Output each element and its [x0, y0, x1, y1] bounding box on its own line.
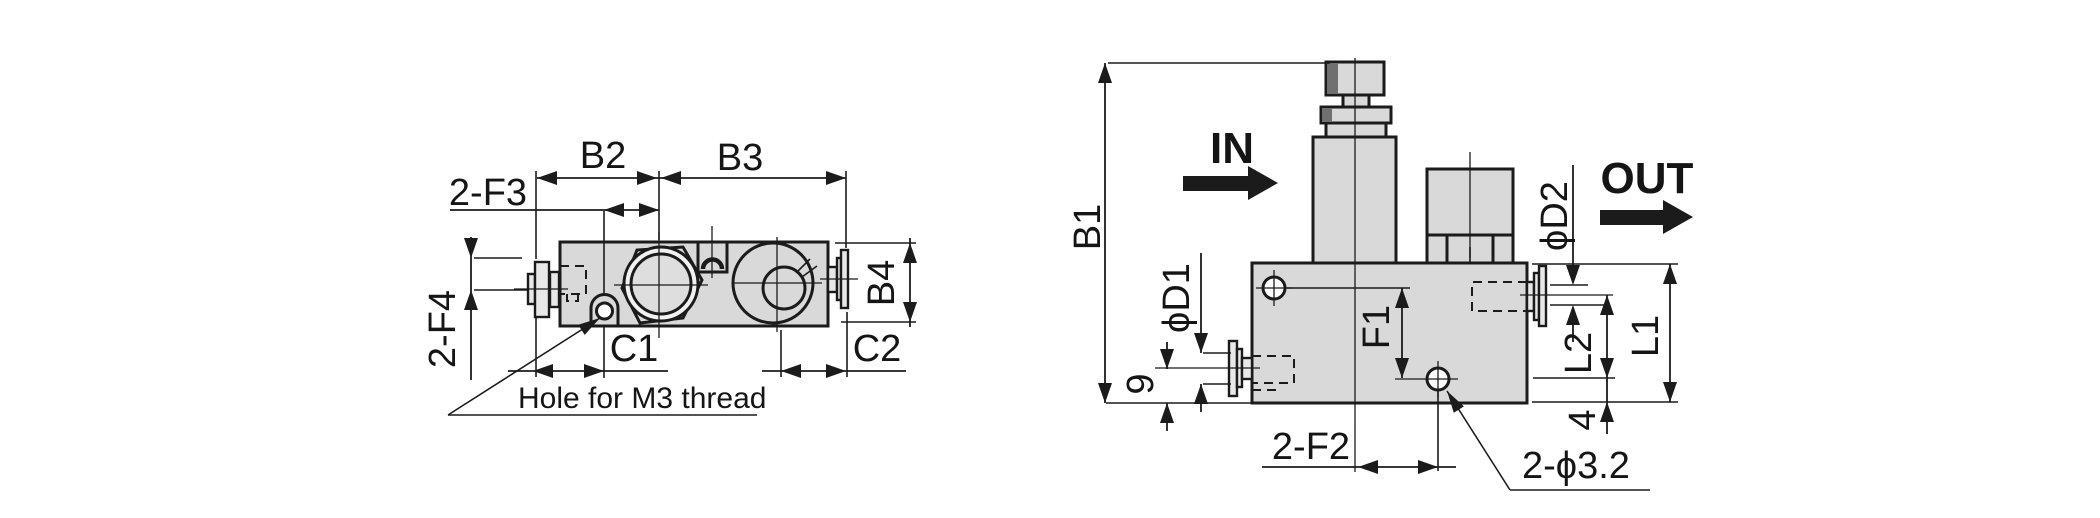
- out-flow-arrow-icon: [1600, 200, 1693, 234]
- label-b2: B2: [580, 135, 626, 177]
- left-view: B2 B3 2-F3 2-F4 B4 C1 C2 Hole for M3 thr…: [422, 135, 917, 416]
- dim-2f4: [464, 237, 527, 380]
- label-2f2: 2-F2: [1272, 426, 1350, 468]
- right-view-body: [1250, 261, 1529, 405]
- dim-d1: [1194, 253, 1231, 412]
- label-2f4: 2-F4: [422, 290, 464, 368]
- left-view-centerlines: [514, 232, 858, 338]
- label-c1: C1: [610, 328, 659, 370]
- hidden-bore-lines: [560, 265, 587, 302]
- label-b3: B3: [717, 137, 763, 179]
- right-view: IN OUT B1 ϕD1 9 F1 ϕD2 L2 L1 4 2-F2 2-ϕ3…: [1067, 58, 1694, 491]
- right-view-hidden-bores: [1252, 281, 1527, 391]
- right-view-centerlines: [1155, 58, 1613, 420]
- gauge-hole: [696, 226, 729, 278]
- label-f1: F1: [1356, 305, 1398, 349]
- mounting-hole-bottom: [1395, 361, 1458, 471]
- label-2f3: 2-F3: [449, 172, 527, 214]
- label-d1: ϕD1: [1156, 263, 1198, 333]
- dim-c2: [762, 364, 906, 378]
- left-view-extension-lines: [535, 171, 848, 378]
- label-in: IN: [1210, 124, 1254, 173]
- label-c2: C2: [853, 328, 902, 370]
- dim-c1: [508, 364, 668, 378]
- m3-note-leader: [447, 317, 757, 416]
- label-b1: B1: [1067, 204, 1109, 250]
- label-m3-note: Hole for M3 thread: [518, 382, 766, 415]
- dim-9: [1160, 342, 1174, 431]
- in-flow-arrow-icon: [1183, 166, 1278, 200]
- dim-f1: [1285, 287, 1410, 378]
- label-9: 9: [1120, 373, 1162, 394]
- label-out: OUT: [1601, 154, 1694, 203]
- label-l2: L2: [1558, 332, 1600, 374]
- dim-b1: [1098, 62, 1330, 404]
- label-l1: L1: [1625, 315, 1667, 357]
- dim-b2-b3: [537, 171, 846, 185]
- label-4: 4: [1562, 409, 1604, 430]
- right-view-out-fitting: [1525, 264, 1548, 328]
- dim-2f2: [1262, 420, 1456, 474]
- hole-dia-leader: [1446, 390, 1650, 491]
- dim-b4: [835, 238, 917, 327]
- dim-l1: [1532, 263, 1678, 403]
- dim-2f3: [450, 203, 659, 217]
- dim-l2: [1533, 295, 1615, 434]
- label-b4: B4: [861, 260, 903, 306]
- label-hole-dia: 2-ϕ3.2: [1522, 445, 1630, 487]
- dim-d2: [1550, 165, 1610, 342]
- label-d2: ϕD2: [1534, 181, 1576, 251]
